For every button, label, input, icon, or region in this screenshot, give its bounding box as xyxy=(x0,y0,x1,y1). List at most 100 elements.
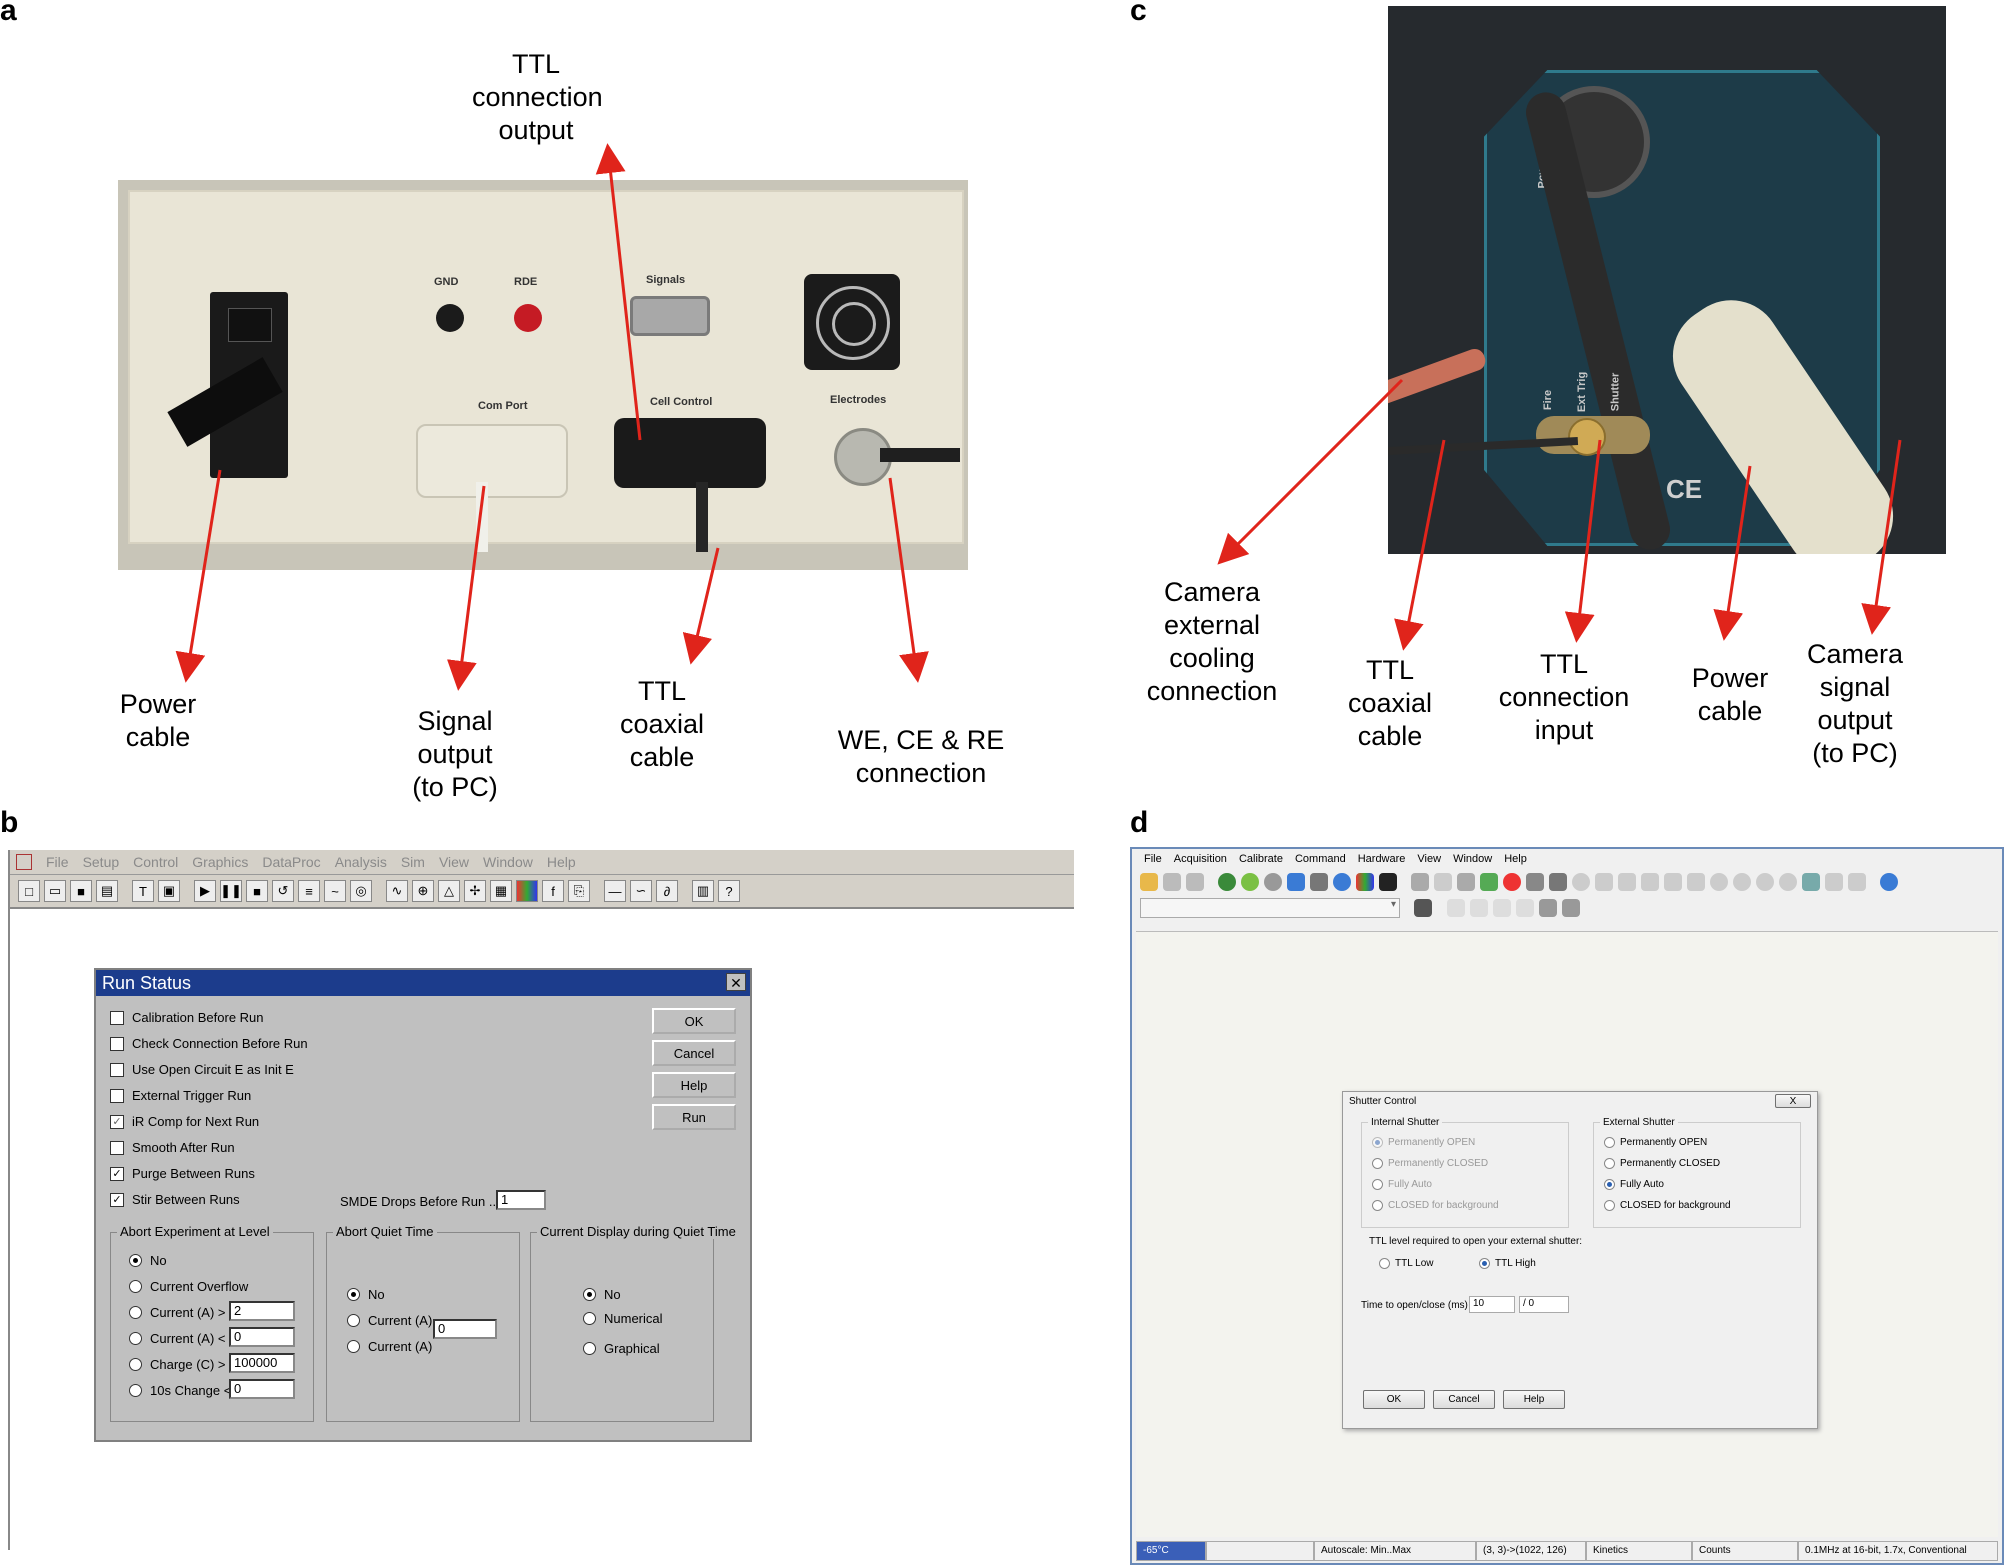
binoculars-icon[interactable] xyxy=(1539,899,1557,917)
graph-icon-1[interactable] xyxy=(1595,873,1613,891)
graph-icon-2[interactable] xyxy=(1618,873,1636,891)
calibration-checkbox[interactable]: Calibration Before Run xyxy=(110,1010,264,1025)
graph-icon[interactable]: ▦ xyxy=(490,880,512,902)
menu-window-b[interactable]: Window xyxy=(483,854,533,870)
zoom-icon[interactable]: ⊕ xyxy=(412,880,434,902)
menu-file-b[interactable]: File xyxy=(46,854,69,870)
menu-file-d[interactable]: File xyxy=(1144,853,1162,865)
table-icon[interactable]: ▥ xyxy=(692,880,714,902)
display-numerical-radio[interactable]: Numerical xyxy=(583,1311,663,1326)
paste-icon[interactable] xyxy=(1493,899,1511,917)
help-icon[interactable] xyxy=(1880,873,1898,891)
play-icon[interactable]: ▶ xyxy=(194,880,216,902)
print-icon[interactable]: ▤ xyxy=(96,880,118,902)
menu-acquisition[interactable]: Acquisition xyxy=(1173,853,1227,865)
menu-graphics[interactable]: Graphics xyxy=(192,854,249,870)
print-icon[interactable] xyxy=(1186,873,1204,891)
current-gt-input[interactable]: 2 xyxy=(229,1301,295,1321)
cursor-icon[interactable]: ✢ xyxy=(464,880,486,902)
pause-icon[interactable] xyxy=(1756,873,1774,891)
crosshair-icon[interactable] xyxy=(1434,873,1452,891)
current-lt-input[interactable]: 0 xyxy=(229,1327,295,1347)
open-icon[interactable]: ▭ xyxy=(44,880,66,902)
play-icon[interactable] xyxy=(1733,873,1751,891)
menu-help-d[interactable]: Help xyxy=(1504,853,1527,865)
abort-overflow-radio[interactable]: Current Overflow xyxy=(129,1279,248,1294)
record-icon[interactable] xyxy=(1480,873,1498,891)
image-icon[interactable] xyxy=(1379,873,1397,891)
plot-icon[interactable]: ∿ xyxy=(386,880,408,902)
ok-button[interactable]: OK xyxy=(1363,1390,1425,1409)
reverse-icon[interactable]: ↺ xyxy=(272,880,294,902)
open-folder-icon[interactable] xyxy=(1140,873,1158,891)
tool-icon[interactable] xyxy=(1687,873,1705,891)
globe-icon[interactable] xyxy=(1333,873,1351,891)
acquire-icon[interactable] xyxy=(1218,873,1236,891)
cancel-button[interactable]: Cancel xyxy=(652,1040,736,1066)
cancel-button[interactable]: Cancel xyxy=(1433,1390,1495,1409)
undo-icon[interactable] xyxy=(1516,899,1534,917)
ttl-low-radio[interactable]: TTL Low xyxy=(1379,1258,1434,1269)
time-close-input[interactable]: / 0 xyxy=(1519,1296,1569,1313)
external-background-radio[interactable]: CLOSED for background xyxy=(1604,1200,1731,1211)
external-open-radio[interactable]: Permanently OPEN xyxy=(1604,1137,1707,1148)
frame-icon[interactable]: ▣ xyxy=(158,880,180,902)
charge-input[interactable]: 100000 xyxy=(229,1353,295,1373)
graph-icon-3[interactable] xyxy=(1641,873,1659,891)
quiet-current-input[interactable]: 0 xyxy=(433,1319,497,1339)
external-auto-radio[interactable]: Fully Auto xyxy=(1604,1179,1664,1190)
ttl-high-radio[interactable]: TTL High xyxy=(1479,1258,1536,1269)
quiet-no-radio[interactable]: No xyxy=(347,1287,385,1302)
smooth-icon[interactable]: ∽ xyxy=(630,880,652,902)
combo-box[interactable]: ▾ xyxy=(1140,898,1400,918)
camera-icon[interactable] xyxy=(1414,899,1432,917)
find-next-icon[interactable] xyxy=(1562,899,1580,917)
line-icon[interactable]: — xyxy=(604,880,626,902)
chart-icon[interactable] xyxy=(1526,873,1544,891)
scan-icon[interactable]: ≡ xyxy=(298,880,320,902)
text-icon[interactable]: T xyxy=(132,880,154,902)
open-circuit-checkbox[interactable]: Use Open Circuit E as Init E xyxy=(110,1062,294,1077)
palette-icon[interactable] xyxy=(1356,873,1374,891)
export-icon[interactable] xyxy=(1802,873,1820,891)
purge-checkbox[interactable]: ✓Purge Between Runs xyxy=(110,1166,255,1181)
copy-icon[interactable] xyxy=(1470,899,1488,917)
internal-open-radio[interactable]: Permanently OPEN xyxy=(1372,1137,1475,1148)
zoom-fit-icon[interactable] xyxy=(1411,873,1429,891)
scale-icon[interactable] xyxy=(1457,873,1475,891)
close-icon[interactable]: ✕ xyxy=(726,973,746,991)
menu-hardware[interactable]: Hardware xyxy=(1357,853,1406,865)
graph-icon-4[interactable] xyxy=(1664,873,1682,891)
close-icon[interactable]: X xyxy=(1775,1094,1811,1108)
abort-no-radio[interactable]: No xyxy=(129,1253,167,1268)
help-button[interactable]: Help xyxy=(1503,1390,1565,1409)
help-button[interactable]: Help xyxy=(652,1072,736,1098)
help-icon[interactable]: ? xyxy=(718,880,740,902)
menu-command[interactable]: Command xyxy=(1294,853,1346,865)
menu-calibrate[interactable]: Calibrate xyxy=(1238,853,1283,865)
picture-icon[interactable] xyxy=(1825,873,1843,891)
menu-window-d[interactable]: Window xyxy=(1453,853,1493,865)
ok-button[interactable]: OK xyxy=(652,1008,736,1034)
display-no-radio[interactable]: No xyxy=(583,1287,621,1302)
setup-icon[interactable] xyxy=(1310,873,1328,891)
save-icon[interactable] xyxy=(1163,873,1181,891)
external-trigger-checkbox[interactable]: External Trigger Run xyxy=(110,1088,251,1103)
color-icon[interactable] xyxy=(516,880,538,902)
run-button[interactable]: Run xyxy=(652,1104,736,1130)
menu-control[interactable]: Control xyxy=(133,854,179,870)
link-icon[interactable] xyxy=(1287,873,1305,891)
stop-icon[interactable] xyxy=(1779,873,1797,891)
menu-view-d[interactable]: View xyxy=(1417,853,1442,865)
ir-comp-checkbox[interactable]: ✓iR Comp for Next Run xyxy=(110,1114,259,1129)
copy-icon[interactable]: ⎘ xyxy=(568,880,590,902)
save-icon[interactable]: ■ xyxy=(70,880,92,902)
menu-analysis[interactable]: Analysis xyxy=(334,854,387,870)
smooth-after-checkbox[interactable]: Smooth After Run xyxy=(110,1140,235,1155)
menu-view-b[interactable]: View xyxy=(438,854,470,870)
stir-checkbox[interactable]: ✓Stir Between Runs xyxy=(110,1192,240,1207)
internal-closed-radio[interactable]: Permanently CLOSED xyxy=(1372,1158,1488,1169)
menu-dataproc[interactable]: DataProc xyxy=(262,854,321,870)
frame-icon[interactable] xyxy=(1549,873,1567,891)
display-graphical-radio[interactable]: Graphical xyxy=(583,1341,660,1356)
